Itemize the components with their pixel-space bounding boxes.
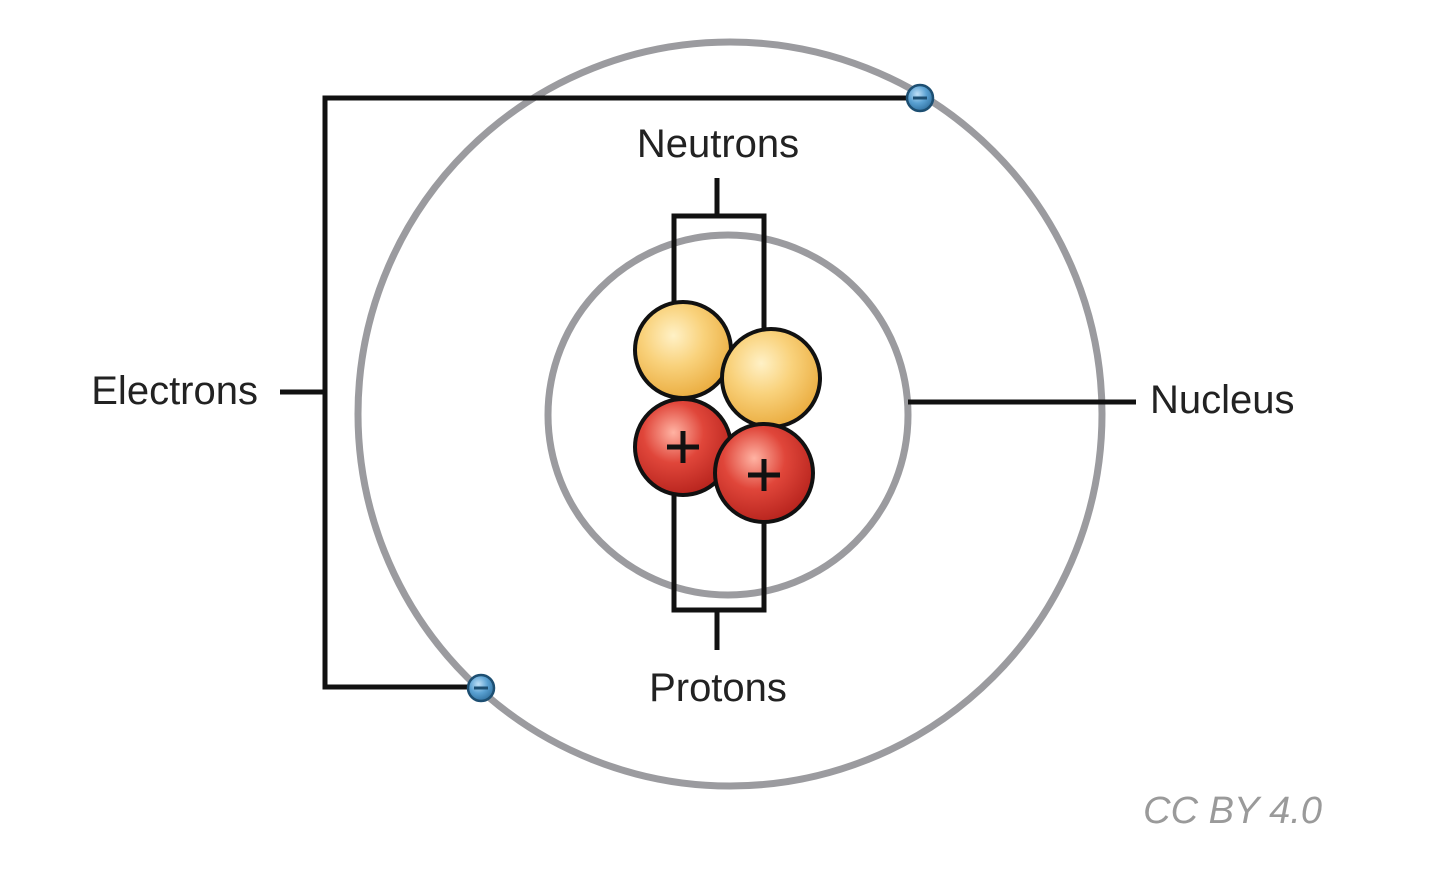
nucleus-boundary bbox=[544, 231, 912, 599]
plus-sign-icon bbox=[748, 459, 780, 491]
proton bbox=[633, 397, 733, 497]
license-watermark: CC BY 4.0 bbox=[1143, 790, 1322, 832]
neutrons-label: Neutrons bbox=[637, 122, 799, 166]
electron bbox=[905, 83, 935, 113]
proton bbox=[713, 422, 815, 524]
electrons-label: Electrons bbox=[91, 369, 258, 413]
plus-sign-icon bbox=[667, 431, 699, 463]
protons-label: Protons bbox=[649, 666, 787, 710]
outer-electron-shell bbox=[354, 38, 1106, 790]
electron bbox=[466, 673, 496, 703]
neutron bbox=[720, 327, 822, 429]
electrons-leader-line bbox=[322, 95, 920, 690]
neutrons-leader-bracket bbox=[671, 213, 767, 345]
nucleus-label: Nucleus bbox=[1150, 378, 1295, 422]
neutron bbox=[633, 300, 733, 400]
